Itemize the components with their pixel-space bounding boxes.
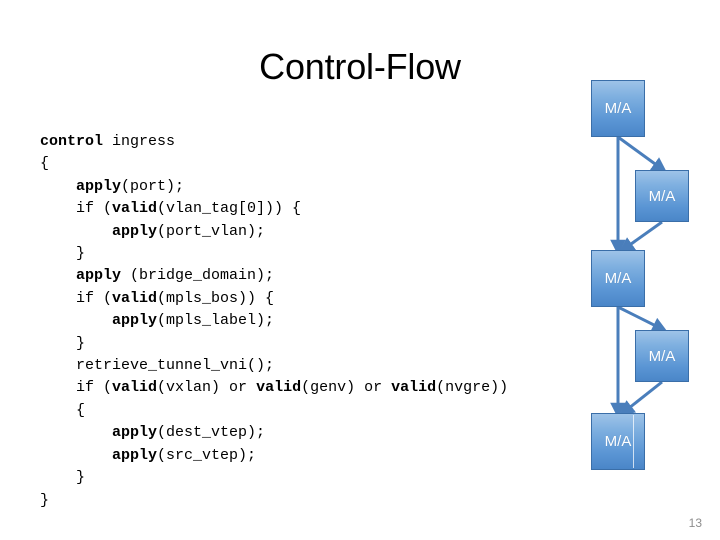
code-line: apply (bridge_domain); (40, 265, 620, 287)
code-text (40, 312, 112, 329)
code-text: (port_vlan); (157, 222, 266, 240)
match-action-box[interactable]: M/A (591, 413, 645, 470)
code-text: } (40, 245, 86, 263)
code-line: control ingress (40, 131, 620, 153)
match-action-label: M/A (604, 433, 632, 450)
code-text: (vxlan) or (157, 379, 257, 397)
match-action-label: M/A (604, 100, 632, 117)
code-keyword: apply (112, 312, 158, 330)
code-keyword: valid (112, 289, 158, 307)
flow-arrow (619, 380, 663, 416)
match-action-label: M/A (604, 270, 632, 287)
code-text: (nvgre)) (436, 379, 509, 397)
code-text: } (40, 469, 86, 487)
match-action-label: M/A (648, 187, 676, 205)
code-text: (port); (121, 177, 185, 195)
match-action-box[interactable]: M/A (591, 250, 645, 307)
code-text: (mpls_label); (157, 312, 275, 330)
match-action-box[interactable]: M/A (635, 330, 689, 382)
code-text: retrieve_tunnel_vni(); (40, 357, 275, 375)
code-keyword: valid (112, 379, 158, 397)
code-keyword: apply (112, 222, 158, 240)
code-text: { (40, 155, 50, 173)
flow-arrow (618, 220, 663, 253)
code-text: (bridge_domain); (121, 267, 275, 285)
code-line: if (valid(vxlan) or valid(genv) or valid… (40, 377, 620, 399)
match-action-box[interactable]: M/A (635, 170, 689, 222)
code-keyword: apply (76, 267, 122, 285)
code-line: { (40, 400, 620, 422)
code-text: if ( (40, 200, 113, 218)
code-text: if ( (40, 289, 113, 307)
code-keyword: valid (256, 379, 302, 397)
code-keyword: apply (112, 446, 158, 464)
code-text (40, 223, 112, 240)
code-line: apply(mpls_label); (40, 310, 620, 332)
match-action-label: M/A (648, 347, 676, 365)
code-text: (genv) or (301, 379, 392, 397)
code-text (40, 267, 76, 284)
code-keyword: apply (76, 177, 122, 195)
match-action-box[interactable]: M/A (591, 80, 645, 137)
code-line: if (valid(mpls_bos)) { (40, 288, 620, 310)
code-text: (mpls_bos)) { (157, 289, 275, 307)
code-line: retrieve_tunnel_vni(); (40, 355, 620, 377)
code-keyword: apply (112, 424, 158, 442)
code-text: (dest_vtep); (157, 424, 266, 442)
code-line: apply(port); (40, 176, 620, 198)
code-keyword: control (40, 133, 104, 150)
code-keyword: valid (391, 379, 437, 397)
code-text (40, 424, 112, 441)
code-text: } (40, 334, 86, 352)
page-title: Control-Flow (259, 46, 461, 87)
code-text: ingress (103, 133, 176, 150)
code-line: apply(src_vtep); (40, 445, 620, 467)
code-text (40, 178, 76, 195)
code-text: } (40, 491, 50, 509)
code-line: apply(port_vlan); (40, 221, 620, 243)
code-text: { (40, 401, 86, 419)
code-keyword: valid (112, 200, 158, 218)
code-text: (vlan_tag[0])) { (157, 200, 302, 218)
code-line: apply(dest_vtep); (40, 422, 620, 444)
code-line: { (40, 153, 620, 175)
flow-arrow (617, 305, 668, 332)
code-block: control ingress{ apply(port); if (valid(… (40, 131, 620, 512)
code-text: (src_vtep); (157, 446, 257, 464)
code-line: } (40, 467, 620, 489)
code-text: if ( (40, 379, 113, 397)
code-line: if (valid(vlan_tag[0])) { (40, 198, 620, 220)
code-line: } (40, 490, 620, 512)
flow-arrow (617, 135, 668, 173)
page-number: 13 (688, 516, 702, 530)
code-line: } (40, 243, 620, 265)
code-line: } (40, 333, 620, 355)
code-text (40, 447, 112, 464)
